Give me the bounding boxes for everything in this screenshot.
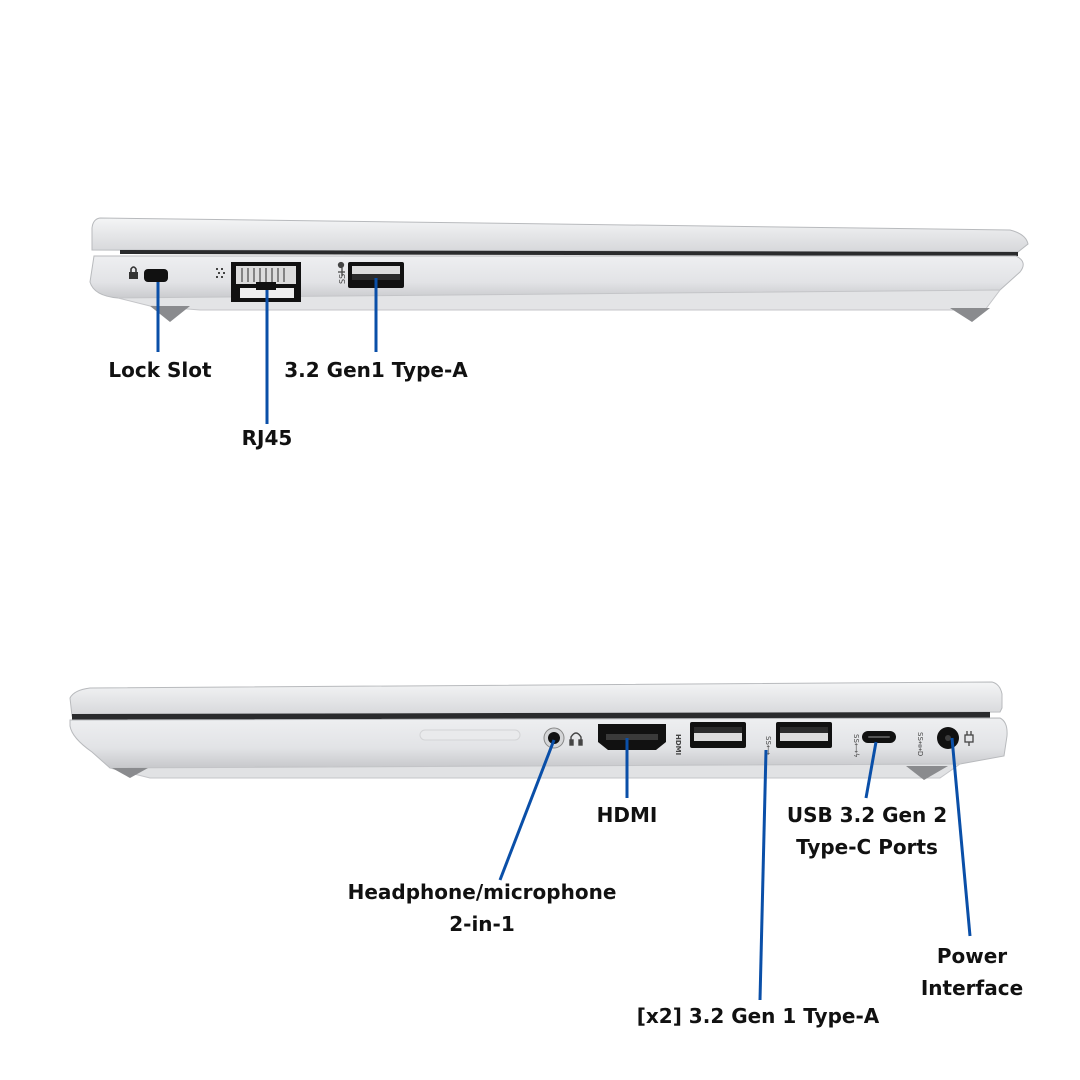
label-usb-a: 3.2 Gen1 Type-A <box>284 358 468 382</box>
laptop-seam <box>72 712 990 720</box>
lock-slot <box>144 269 168 282</box>
laptop-foot-left <box>112 768 148 778</box>
laptop-foot-left <box>150 306 190 322</box>
label-power-line2: Interface <box>920 976 1024 1000</box>
laptop-bottom <box>109 763 962 779</box>
side-vent <box>419 729 521 741</box>
label-hdmi: HDMI <box>596 803 658 827</box>
label-usb-c-line2: Type-C Ports <box>796 835 938 859</box>
callout-headphone <box>498 739 556 881</box>
label-rj45: RJ45 <box>241 426 293 450</box>
hdmi-port <box>598 724 666 750</box>
laptop-lid <box>91 217 1029 253</box>
network-icon <box>216 268 225 278</box>
led-indicator <box>918 744 922 748</box>
label-headphone-line1: Headphone/microphone <box>347 880 617 904</box>
laptop-foot-right <box>906 766 948 780</box>
callout-power <box>950 737 972 937</box>
label-power-line1: Power <box>936 944 1008 968</box>
laptop-seam <box>120 250 1018 256</box>
label-usb-a-x2: [x2] 3.2 Gen 1 Type-A <box>636 1004 880 1028</box>
usb-a-port-2 <box>776 722 832 748</box>
label-power: Power Interface <box>912 940 1032 1004</box>
label-lock-slot: Lock Slot <box>108 358 212 382</box>
label-usb-c-line1: USB 3.2 Gen 2 <box>786 803 948 827</box>
audio-jack <box>543 727 565 749</box>
callout-usb-c <box>864 741 878 799</box>
right-side-view: HDMI SS⟷ SS⟷ϟ SS⟷D <box>69 681 1008 1001</box>
usb-a-port-1 <box>690 722 746 748</box>
hdmi-icon: HDMI <box>674 734 682 755</box>
power-plug-icon <box>964 731 974 746</box>
label-usb-c: USB 3.2 Gen 2 Type-C Ports <box>767 799 967 863</box>
usb-ss-icon: SS⟷ <box>764 736 772 755</box>
label-headphone: Headphone/microphone 2-in-1 <box>332 876 632 940</box>
usb-c-port <box>862 731 896 743</box>
laptop-foot-right <box>950 308 990 322</box>
usb-a-port <box>348 262 404 288</box>
svg-text:SS: SS <box>338 274 347 284</box>
lock-icon <box>129 266 138 279</box>
usb-ss-charge-icon: SS⟷ϟ <box>852 734 860 758</box>
headphone-icon <box>569 732 583 746</box>
power-port <box>937 727 959 749</box>
laptop-lid <box>69 681 1003 717</box>
label-headphone-line2: 2-in-1 <box>449 912 515 936</box>
laptop-base <box>69 717 1008 769</box>
usb-ss-icon: SS <box>337 261 347 284</box>
callout-usb-a-x2 <box>758 749 768 1001</box>
left-side-view: SS <box>89 217 1029 424</box>
laptop-bottom <box>117 289 1002 311</box>
